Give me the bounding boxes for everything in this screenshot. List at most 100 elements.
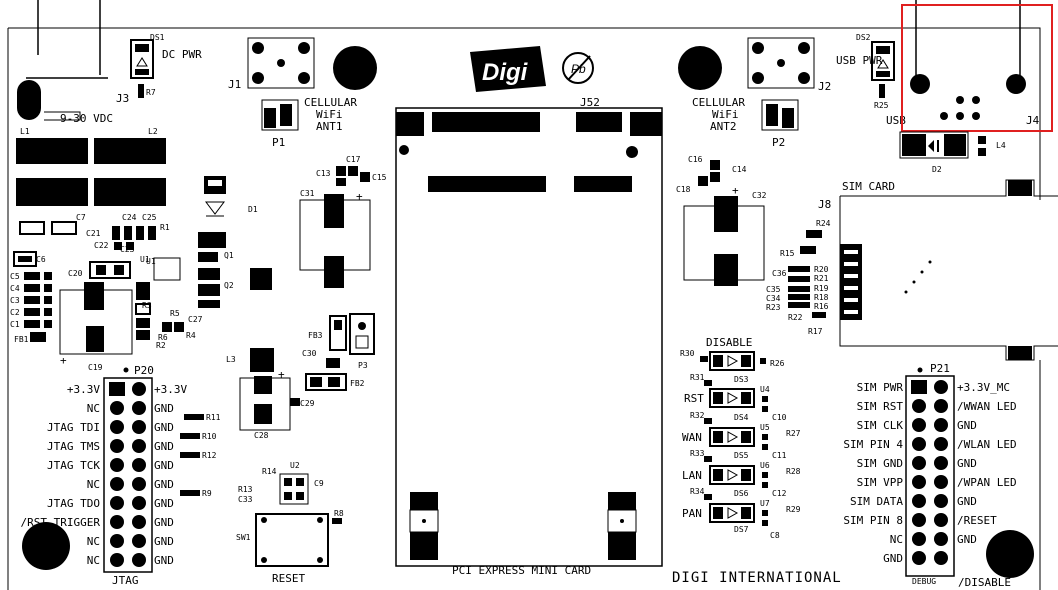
svg-text:C9: C9 [314, 479, 324, 488]
pcie-label: PCI EXPRESS MINI CARD [452, 564, 591, 577]
mounting-hole-right [986, 530, 1034, 578]
svg-text:C18: C18 [676, 185, 691, 194]
p21-label: P21 [930, 362, 950, 375]
c12-label: C12 [772, 489, 787, 498]
r32-label: R32 [690, 411, 705, 420]
r8-label: R8 [334, 509, 344, 518]
p21-pin-label: SIM GND [857, 457, 903, 470]
c32-region: C16 C14 C18 + [676, 155, 765, 286]
p20-pin-label: GND [154, 459, 174, 472]
cellular1-label: CELLULAR [304, 96, 357, 109]
p20-label: P20 [134, 364, 154, 377]
p21-pin-label: SIM CLK [857, 419, 904, 432]
svg-text:C25: C25 [142, 213, 157, 222]
j4-label: J4 [1026, 114, 1040, 127]
svg-text:R5: R5 [170, 309, 180, 318]
svg-text:C7: C7 [76, 213, 86, 222]
p21-pin-label: GND [957, 533, 977, 546]
digi-logo: Digi [470, 46, 546, 92]
inductor-l1 [16, 138, 88, 206]
p20-jtag-header [103, 367, 153, 573]
debug-label: DEBUG [912, 577, 936, 586]
c10-label: C10 [772, 413, 787, 422]
l1-label: L1 [20, 127, 30, 136]
diode-d1 [204, 176, 226, 217]
c28-label: C28 [254, 431, 269, 440]
r20-label: R20 [814, 265, 829, 274]
r12-label: R12 [202, 451, 217, 460]
svg-text:Q1: Q1 [224, 251, 234, 260]
ds1-led [130, 39, 154, 79]
p20-pin-label: NC [87, 402, 100, 415]
usb-label: USB [886, 114, 906, 127]
svg-text:+: + [732, 184, 739, 197]
c36-label: C36 [772, 269, 787, 278]
c2-label: C2 [10, 308, 20, 317]
u1-q-cluster: Q1 Q2 R3 R5 C27 R6 R4 R2 [135, 232, 272, 350]
p21-left-labels: SIM PWR SIM RST SIM CLK SIM PIN 4 SIM GN… [843, 381, 903, 565]
p21-pin-label: GND [883, 552, 903, 565]
c29-label: C29 [300, 399, 315, 408]
p20-pin-label: JTAG TCK [47, 459, 100, 472]
r9-label: R9 [202, 489, 212, 498]
capacitor-c19: + [59, 282, 133, 367]
svg-text:C15: C15 [372, 173, 387, 182]
caps-c1-c5 [24, 272, 52, 328]
ds6-label: DS6 [734, 489, 749, 498]
ds4-label: DS4 [734, 413, 749, 422]
svg-text:Pb: Pb [571, 62, 586, 76]
c8-label: C8 [770, 531, 780, 540]
p20-pin-label: NC [87, 554, 100, 567]
cellular2-label: CELLULAR [692, 96, 745, 109]
sim-card-holder [839, 179, 1058, 361]
svg-text:C14: C14 [732, 165, 747, 174]
antenna-connector-j1 [247, 37, 377, 90]
c34-label: C34 [766, 294, 781, 303]
svg-text:R2: R2 [156, 341, 166, 350]
board-outline [8, 27, 1041, 590]
r10-label: R10 [202, 432, 217, 441]
p20-pin-label: NC [87, 478, 100, 491]
lan-label: LAN [682, 469, 702, 482]
c11-label: C11 [772, 451, 787, 460]
left-smd-cluster: C7 C21 C22 C24 C25 C23 R1 C6 C20 U1 [13, 213, 181, 281]
u7-label: U7 [760, 499, 770, 508]
r7-part [138, 84, 144, 98]
j1-label: J1 [228, 78, 241, 91]
svg-text:R3: R3 [142, 301, 152, 310]
p21-pin-label: /WLAN LED [957, 438, 1017, 451]
p20-pin-label: GND [154, 554, 174, 567]
svg-text:R13: R13 [238, 485, 253, 494]
svg-text:Q2: Q2 [224, 281, 234, 290]
u6-label: U6 [760, 461, 770, 470]
svg-text:C33: C33 [238, 495, 253, 504]
ds2-led [871, 41, 895, 98]
p20-pin-label: JTAG TDO [47, 497, 100, 510]
ant2-label: ANT2 [710, 120, 737, 133]
reset-switch-sw1 [255, 513, 342, 567]
svg-text:U1: U1 [146, 257, 156, 266]
p21-pin-label: /RESET [957, 514, 997, 527]
ds5-label: DS5 [734, 451, 749, 460]
disable-bottom-label: /DISABLE [958, 576, 1011, 589]
j2-label: J2 [818, 80, 831, 93]
c31-region: C13 C17 C15 + [299, 155, 387, 288]
p3-label: P3 [358, 361, 368, 370]
r29-label: R29 [786, 505, 801, 514]
r28-label: R28 [786, 467, 801, 476]
p20-pin-label: GND [154, 478, 174, 491]
p20-pin-label: GND [154, 516, 174, 529]
highlight-box [901, 4, 1053, 132]
p21-pin-label: +3.3V_MC [957, 381, 1010, 394]
sim-resistors [788, 230, 826, 318]
p2-jumper [761, 99, 799, 131]
p21-pin-label: SIM DATA [850, 495, 903, 508]
svg-text:R14: R14 [262, 467, 277, 476]
r16-label: R16 [814, 302, 829, 311]
fb3-label: FB3 [308, 331, 323, 340]
u2-label: U2 [290, 461, 300, 470]
r22-label: R22 [788, 313, 803, 322]
r17-label: R17 [808, 327, 823, 336]
digi-international-label: DIGI INTERNATIONAL [672, 570, 842, 586]
